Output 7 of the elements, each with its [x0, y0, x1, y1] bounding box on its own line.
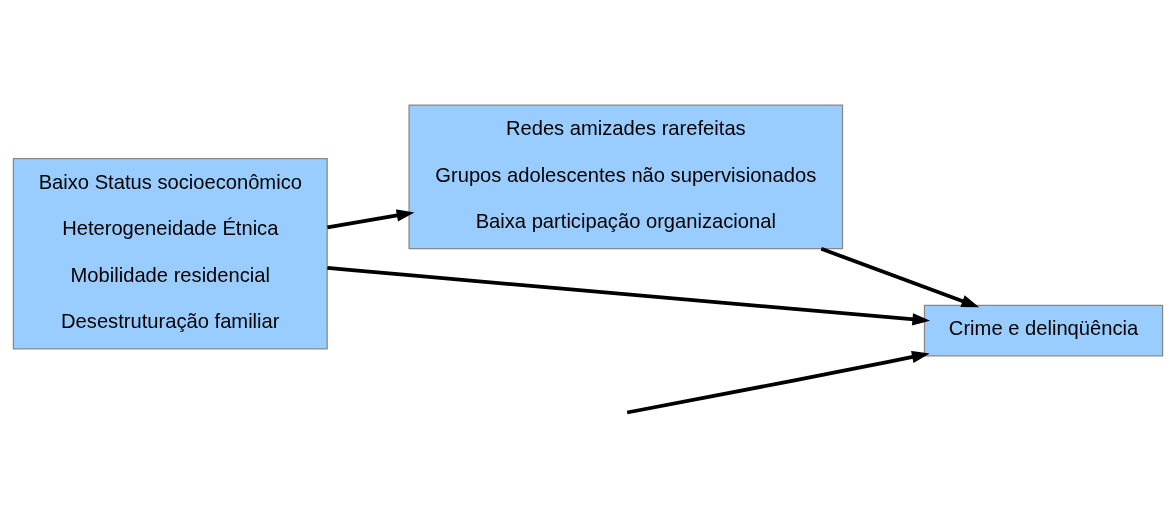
arrow	[626, 350, 930, 415]
arrow	[327, 209, 415, 230]
node-box: Crime e delinqüência	[923, 304, 1164, 357]
arrow	[820, 247, 980, 308]
arrow	[327, 265, 931, 326]
node-box: Baixo Status socioeconômico Heterogeneidade Étnica Mobilidade residencial Desestruturação familiar	[12, 157, 328, 350]
node-box: Redes amizades rarefeitas Grupos adolescentes não supervisionados Baixa participação organizacional	[408, 104, 844, 250]
